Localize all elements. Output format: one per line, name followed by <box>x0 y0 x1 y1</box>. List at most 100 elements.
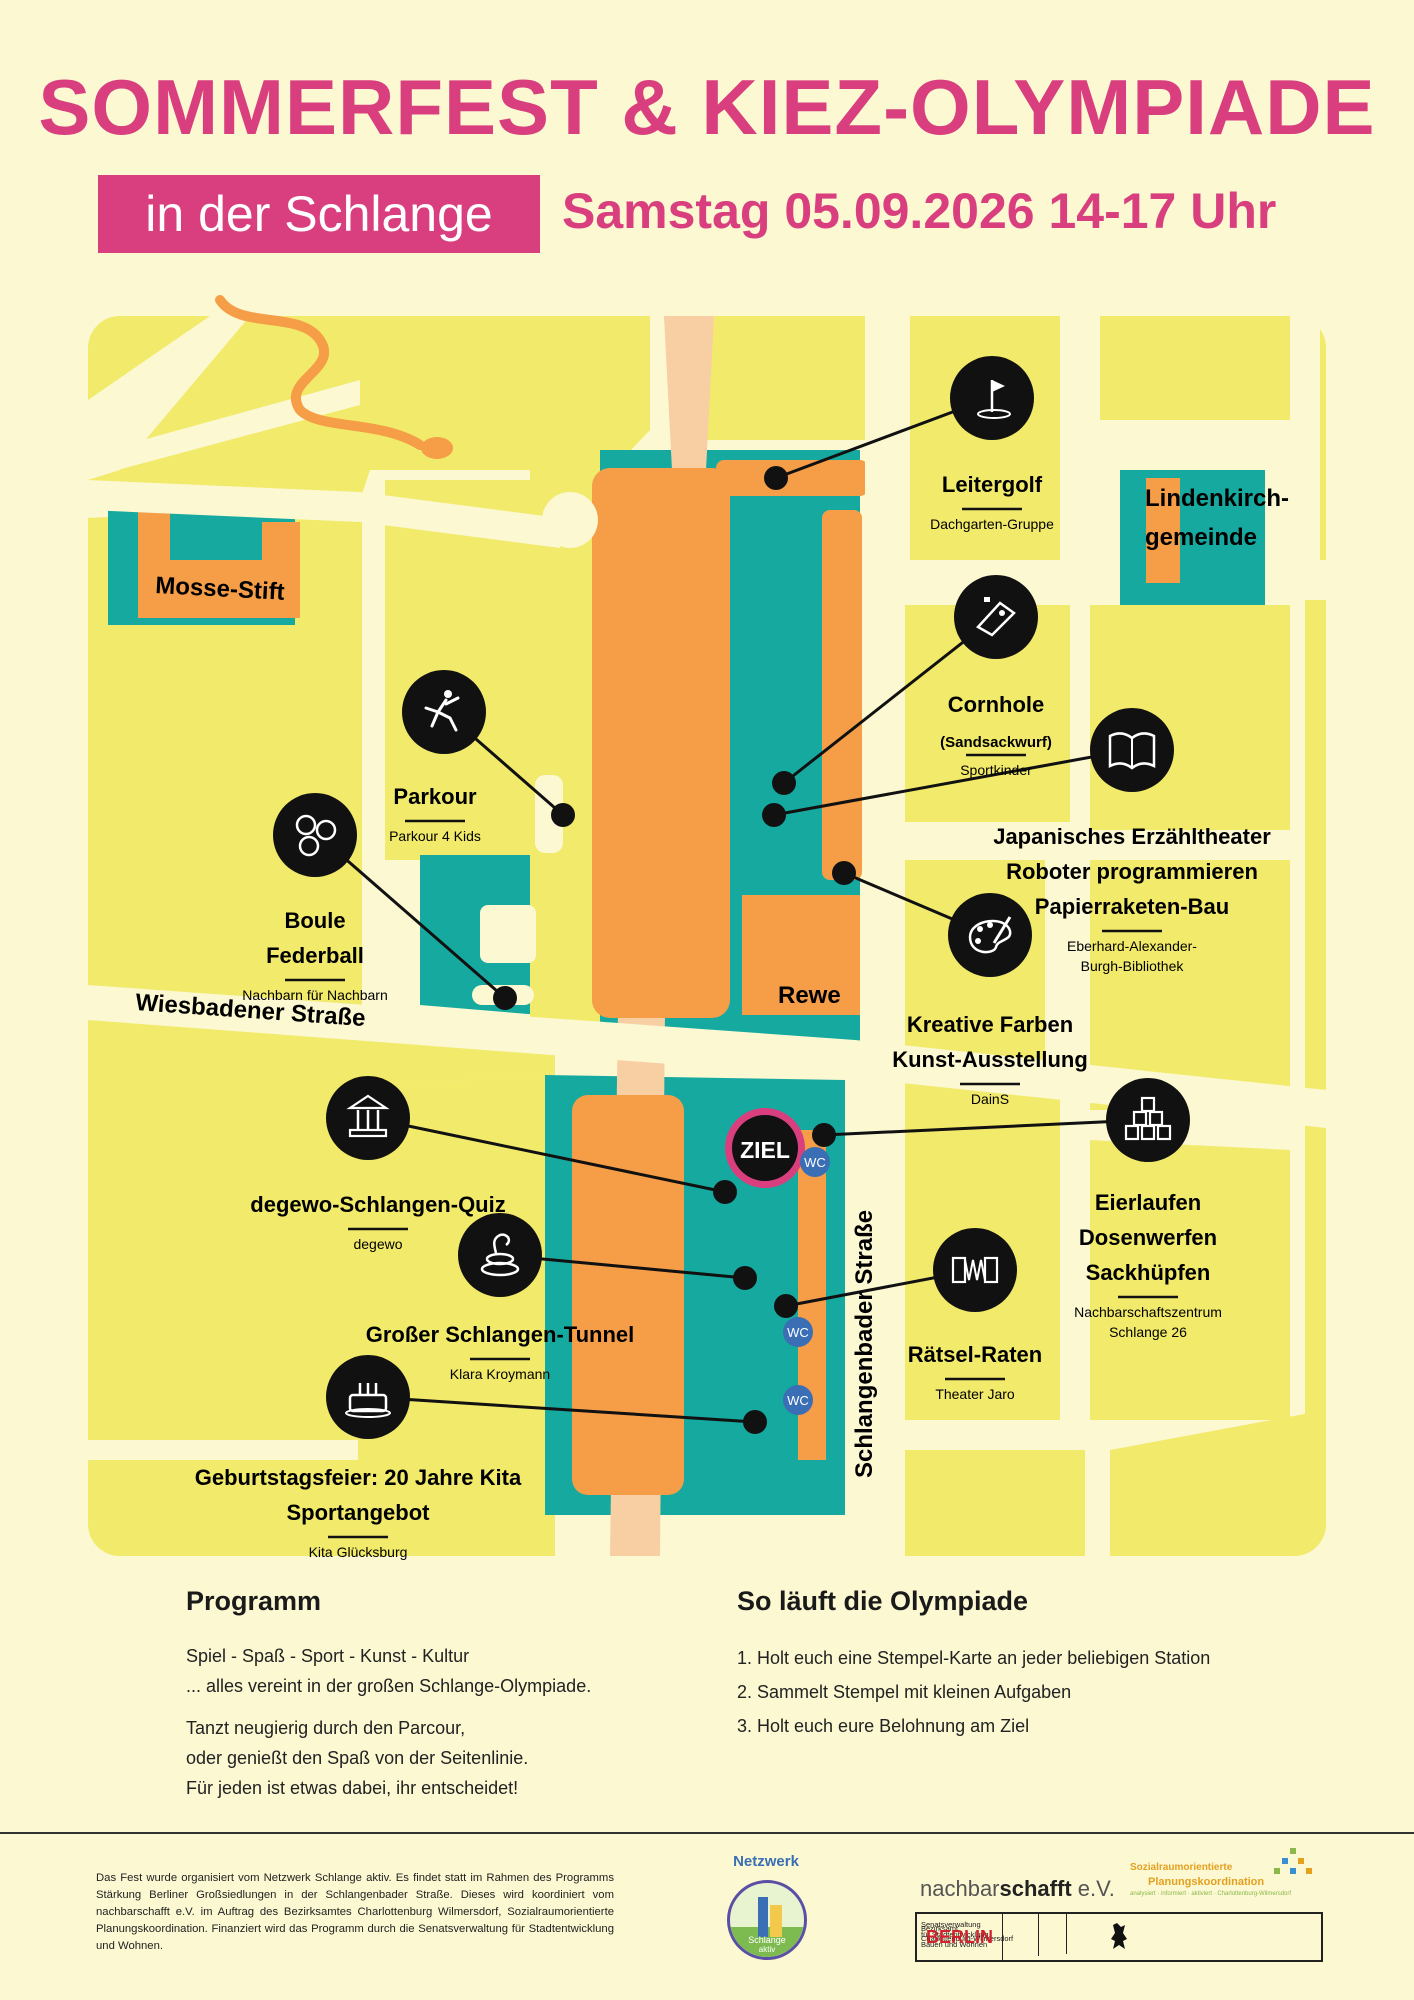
subtitle-badge: in der Schlange <box>98 175 540 253</box>
station-title: (Sandsackwurf) <box>940 734 1052 751</box>
station-title: Leitergolf <box>942 472 1043 497</box>
station-organizer: Eberhard-Alexander- <box>1067 938 1197 954</box>
snake-icon <box>480 1233 520 1277</box>
street-schlangenbader: Schlangenbader Straße <box>851 1210 878 1478</box>
station-title: Federball <box>266 943 364 968</box>
page-title: SOMMERFEST & KIEZ-OLYMPIADE <box>38 63 1376 151</box>
station-title: Papierraketen-Bau <box>1035 894 1229 919</box>
station-circle <box>948 893 1032 977</box>
station-title: Geburtstagsfeier: 20 Jahre Kita <box>195 1465 522 1490</box>
senat-line: Bauen und Wohnen <box>921 1940 988 1949</box>
planung-logo-1: Sozialraumorientierte <box>1130 1862 1233 1873</box>
senat-line: für Stadtentwicklung, <box>921 1930 991 1939</box>
station-organizer: Theater Jaro <box>935 1386 1015 1402</box>
footer-text: Das Fest wurde organisiert vom Netzwerk … <box>96 1872 614 1952</box>
programm-line: Für jeden ist etwas dabei, ihr entscheid… <box>186 1778 519 1798</box>
wc-label: WC <box>787 1325 809 1340</box>
buildings <box>138 460 1180 1495</box>
station-title: Roboter programmieren <box>1006 859 1258 884</box>
station-circle <box>326 1355 410 1439</box>
bezirk-line: Charlottenburg-Wilmersdorf <box>921 1934 1014 1943</box>
station-title: Sportangebot <box>287 1500 431 1525</box>
programm-line: Tanzt neugierig durch den Parcour, <box>186 1718 466 1738</box>
city-blocks <box>88 316 1326 1556</box>
station-title: Sackhüpfen <box>1086 1260 1211 1285</box>
station-title: Kunst-Ausstellung <box>892 1047 1088 1072</box>
station-eierlaufen: EierlaufenDosenwerfenSackhüpfenNachbarsc… <box>1074 1078 1222 1340</box>
wc-badges: WC WC WC <box>783 1147 830 1415</box>
olympiade-step: 1. Holt euch eine Stempel-Karte an jeder… <box>737 1648 1211 1668</box>
station-organizer: Sportkinder <box>960 762 1032 778</box>
label-rewe: Rewe <box>778 982 841 1009</box>
station-organizer: Nachbarn für Nachbarn <box>242 987 388 1003</box>
netzwerk-logo-sub-1: Schlange <box>748 1935 786 1945</box>
planung-dots-icon <box>1270 1848 1316 1888</box>
balls-icon <box>295 814 337 857</box>
station-title: Boule <box>284 908 345 933</box>
netzwerk-logo: Schlange aktiv <box>727 1880 807 1960</box>
programm-line: ... alles vereint in der großen Schlange… <box>186 1676 592 1696</box>
station-organizer: degewo <box>353 1236 402 1252</box>
sponsor-box: Senatsverwaltung für Stadtentwicklung, B… <box>915 1912 1323 1962</box>
station-organizer: Nachbarschaftszentrum <box>1074 1304 1222 1320</box>
station-organizer: Parkour 4 Kids <box>389 828 481 844</box>
ziel-label: ZIEL <box>740 1137 790 1163</box>
parkour-icon <box>424 690 460 732</box>
berlin-logo: BERLIN <box>917 1914 1003 1960</box>
station-title: Japanisches Erzähltheater <box>993 824 1271 849</box>
station-dots <box>493 466 856 1434</box>
station-geburtstag: Geburtstagsfeier: 20 Jahre KitaSportange… <box>195 1355 522 1560</box>
station-organizer: Dachgarten-Gruppe <box>930 516 1054 532</box>
station-quiz: degewo-Schlangen-Quiz degewo <box>250 1076 506 1252</box>
station-title: Eierlaufen <box>1095 1190 1201 1215</box>
bezirk-line: Bezirksamt <box>921 1924 959 1933</box>
cake-icon <box>345 1383 391 1418</box>
planung-logo-2: Planungskoordination <box>1148 1876 1265 1888</box>
golf-flag-icon <box>977 380 1011 419</box>
station-circle <box>402 670 486 754</box>
station-organizer: DainS <box>971 1091 1009 1107</box>
station-organizer: Burgh-Bibliothek <box>1081 958 1185 974</box>
snake-icon <box>215 295 425 450</box>
berlin-bear-icon <box>917 1914 1321 1960</box>
station-title: Kreative Farben <box>907 1012 1073 1037</box>
nachbarschafft-part-1: nachbar <box>920 1876 1000 1901</box>
cornhole-icon <box>976 597 1016 637</box>
olympiade-title: So läuft die Olympiade <box>737 1586 1029 1616</box>
wc-label: WC <box>804 1155 826 1170</box>
programm-title: Programm <box>186 1586 322 1616</box>
station-title: degewo-Schlangen-Quiz <box>250 1192 505 1217</box>
ziel-marker <box>732 1115 798 1181</box>
bezirk-logo: Bezirksamt Charlottenburg-Wilmersdorf <box>917 1914 1067 1954</box>
book-icon <box>1108 732 1156 770</box>
wc-label: WC <box>787 1393 809 1408</box>
snake-head <box>421 437 453 459</box>
programm-line: oder genießt den Spaß von der Seitenlini… <box>186 1748 529 1768</box>
label-lindenkirch-1: Lindenkirch- <box>1145 485 1289 512</box>
senat-logo: Senatsverwaltung für Stadtentwicklung, B… <box>917 1914 1039 1956</box>
station-title: Rätsel-Raten <box>908 1342 1042 1367</box>
programm-line: Spiel - Spaß - Sport - Kunst - Kultur <box>186 1646 470 1666</box>
nachbarschafft-part-2: schafft <box>999 1876 1072 1901</box>
olympiade-step: 3. Holt euch eure Belohnung am Ziel <box>737 1716 1030 1736</box>
nachbarschafft-part-3: e.V. <box>1071 1876 1115 1901</box>
accordion-icon <box>951 1256 999 1284</box>
wiesbadener-road <box>88 985 1326 1128</box>
nachbarschafft-logo: nachbarschafft e.V. <box>920 1876 1115 1902</box>
schlangenbader-road <box>865 316 905 1556</box>
station-title: Großer Schlangen-Tunnel <box>366 1322 635 1347</box>
netzwerk-logo-sub-2: aktiv <box>758 1945 776 1954</box>
footer-divider <box>0 1832 1414 1834</box>
olympiade-step: 2. Sammelt Stempel mit kleinen Aufgaben <box>737 1682 1072 1702</box>
temple-icon <box>346 1094 390 1138</box>
station-organizer: Klara Kroymann <box>450 1366 550 1382</box>
station-title: Dosenwerfen <box>1079 1225 1217 1250</box>
